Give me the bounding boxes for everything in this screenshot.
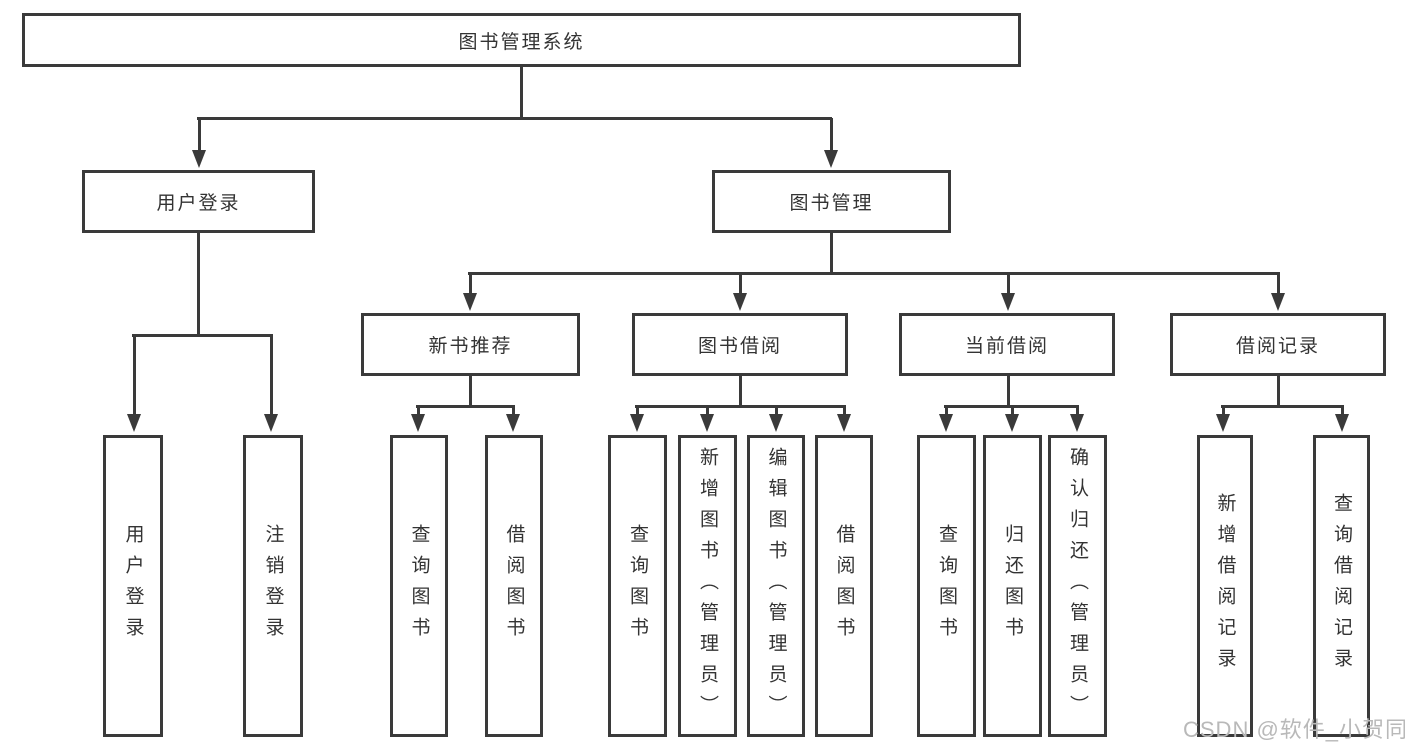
connector-vline bbox=[269, 335, 273, 414]
leaf-current-confirm-return-admin: 确认归还（管理员） bbox=[1048, 435, 1107, 737]
connector-hline bbox=[416, 405, 515, 408]
leaf-current-return-books-label: 归还图书 bbox=[1002, 524, 1023, 648]
arrow-down-icon bbox=[700, 414, 714, 432]
connector-hline bbox=[1221, 405, 1344, 408]
connector-vline bbox=[1277, 375, 1280, 407]
arrow-down-icon bbox=[127, 414, 141, 432]
connector-vline bbox=[1010, 406, 1014, 414]
node-user-login-label: 用户登录 bbox=[156, 193, 241, 214]
arrow-down-icon bbox=[506, 414, 520, 432]
connector-vline bbox=[469, 375, 472, 407]
arrow-down-icon bbox=[1335, 414, 1349, 432]
arrow-down-icon bbox=[1001, 293, 1015, 311]
arrow-down-icon bbox=[1271, 293, 1285, 311]
leaf-borrowing-add-books-admin: 新增图书（管理员） bbox=[678, 435, 737, 737]
connector-vline bbox=[1276, 273, 1280, 293]
leaf-records-add-record-label: 新增借阅记录 bbox=[1214, 493, 1236, 679]
arrow-down-icon bbox=[769, 414, 783, 432]
node-book-management: 图书管理 bbox=[712, 170, 951, 233]
arrow-down-icon bbox=[837, 414, 851, 432]
arrow-down-icon bbox=[411, 414, 425, 432]
connector-vline bbox=[739, 375, 742, 407]
connector-vline bbox=[511, 406, 515, 414]
leaf-borrowing-edit-books-admin-label: 编辑图书（管理员） bbox=[765, 446, 787, 726]
leaf-borrowing-add-books-admin-label: 新增图书（管理员） bbox=[697, 446, 718, 726]
arrow-down-icon bbox=[733, 293, 747, 311]
arrow-down-icon bbox=[824, 150, 838, 168]
leaf-recommend-query-books-label: 查询图书 bbox=[408, 524, 430, 648]
connector-vline bbox=[1007, 375, 1010, 407]
connector-vline bbox=[468, 273, 472, 293]
leaf-recommend-query-books: 查询图书 bbox=[390, 435, 448, 737]
connector-vline bbox=[830, 233, 833, 274]
connector-hline bbox=[197, 117, 832, 120]
connector-hline bbox=[635, 405, 846, 408]
connector-vline bbox=[738, 273, 742, 293]
connector-vline bbox=[842, 406, 846, 414]
connector-vline bbox=[635, 406, 639, 414]
node-new-book-recommend: 新书推荐 bbox=[361, 313, 580, 376]
leaf-current-return-books: 归还图书 bbox=[983, 435, 1042, 737]
leaf-borrowing-edit-books-admin: 编辑图书（管理员） bbox=[747, 435, 805, 737]
connector-vline bbox=[944, 406, 948, 414]
connector-vline bbox=[416, 406, 420, 414]
node-book-management-label: 图书管理 bbox=[789, 193, 874, 214]
arrow-down-icon bbox=[1005, 414, 1019, 432]
leaf-user-login: 用户登录 bbox=[103, 435, 163, 737]
leaf-borrowing-borrow-books: 借阅图书 bbox=[815, 435, 873, 737]
leaf-current-query-books-label: 查询图书 bbox=[936, 524, 957, 648]
leaf-borrowing-borrow-books-label: 借阅图书 bbox=[833, 524, 855, 648]
connector-vline bbox=[829, 118, 833, 150]
leaf-records-query-record: 查询借阅记录 bbox=[1313, 435, 1370, 737]
arrow-down-icon bbox=[463, 293, 477, 311]
arrow-down-icon bbox=[264, 414, 278, 432]
node-borrow-records: 借阅记录 bbox=[1170, 313, 1386, 376]
leaf-user-login-label: 用户登录 bbox=[122, 524, 144, 648]
leaf-borrowing-query-books: 查询图书 bbox=[608, 435, 667, 737]
node-book-borrowing-label: 图书借阅 bbox=[697, 336, 782, 357]
connector-vline bbox=[1340, 406, 1344, 414]
leaf-current-query-books: 查询图书 bbox=[917, 435, 976, 737]
leaf-current-confirm-return-admin-label: 确认归还（管理员） bbox=[1067, 446, 1088, 726]
leaf-records-query-record-label: 查询借阅记录 bbox=[1331, 493, 1352, 679]
connector-hline bbox=[132, 334, 273, 337]
connector-vline bbox=[1221, 406, 1225, 414]
node-book-borrowing: 图书借阅 bbox=[632, 313, 848, 376]
connector-vline bbox=[520, 67, 523, 119]
node-user-login: 用户登录 bbox=[82, 170, 315, 233]
csdn-watermark: CSDN @软件_小贺同学 bbox=[1183, 717, 1405, 742]
leaf-borrowing-query-books-label: 查询图书 bbox=[627, 524, 648, 648]
connector-hline bbox=[468, 272, 1280, 275]
leaf-records-add-record: 新增借阅记录 bbox=[1197, 435, 1253, 737]
leaf-recommend-borrow-books: 借阅图书 bbox=[485, 435, 543, 737]
leaf-logout-label: 注销登录 bbox=[262, 524, 284, 648]
arrow-down-icon bbox=[1070, 414, 1084, 432]
connector-vline bbox=[197, 118, 201, 150]
leaf-logout: 注销登录 bbox=[243, 435, 303, 737]
node-current-borrowing-label: 当前借阅 bbox=[964, 336, 1049, 357]
connector-vline bbox=[705, 406, 709, 414]
node-root: 图书管理系统 bbox=[22, 13, 1021, 67]
arrow-down-icon bbox=[939, 414, 953, 432]
leaf-recommend-borrow-books-label: 借阅图书 bbox=[503, 524, 525, 648]
node-root-label: 图书管理系统 bbox=[458, 31, 585, 53]
connector-vline bbox=[774, 406, 778, 414]
arrow-down-icon bbox=[1216, 414, 1230, 432]
arrow-down-icon bbox=[630, 414, 644, 432]
connector-vline bbox=[132, 335, 136, 414]
connector-vline bbox=[197, 233, 200, 336]
arrow-down-icon bbox=[192, 150, 206, 168]
node-borrow-records-label: 借阅记录 bbox=[1235, 336, 1320, 357]
connector-vline bbox=[1075, 406, 1079, 414]
node-current-borrowing: 当前借阅 bbox=[899, 313, 1115, 376]
connector-vline bbox=[1006, 273, 1010, 293]
node-new-book-recommend-label: 新书推荐 bbox=[428, 336, 513, 357]
